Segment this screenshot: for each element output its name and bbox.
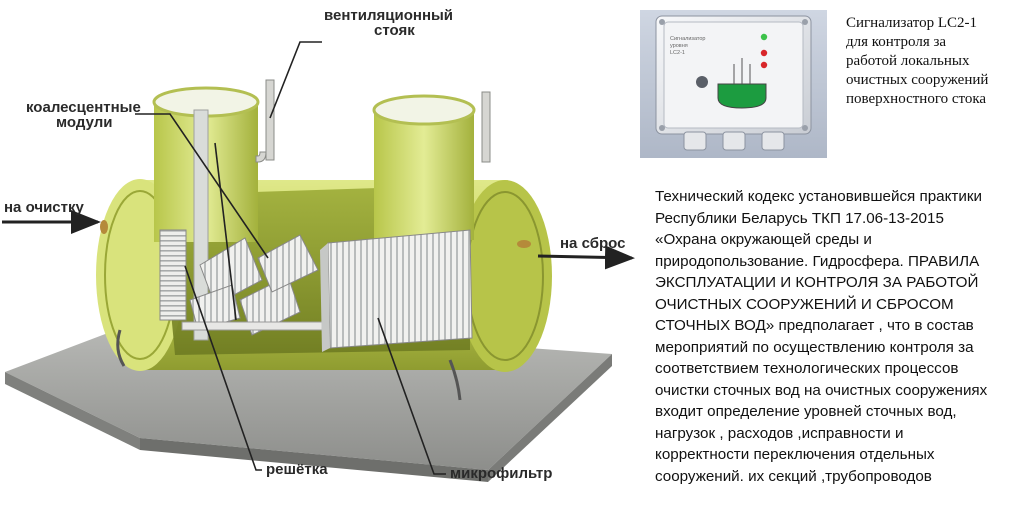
device-caption-line: Сигнализатор LC2-1 xyxy=(846,15,977,31)
microfilter-block xyxy=(320,229,473,352)
device-caption: Сигнализатор LC2-1 для контроля за работ… xyxy=(846,14,1021,109)
text-line: СТОЧНЫХ ВОД» предполагает , что в состав xyxy=(655,317,974,334)
text-line: мероприятий по осуществлению контроля за xyxy=(655,338,974,356)
label-vent-riser-line1: вентиляционный xyxy=(324,7,454,24)
grate xyxy=(159,229,187,321)
level-alarm-device-photo: Сигнализатор уровня LC2-1 xyxy=(640,10,827,158)
label-outlet: на сброс xyxy=(560,235,626,252)
text-line: соответствием технологических процессов xyxy=(655,360,959,377)
vent-riser-pipes xyxy=(255,79,491,163)
device-label-line2: уровня xyxy=(670,43,688,49)
outlet-arrow xyxy=(537,245,635,270)
standard-description-text: Технический кодекс установившейся практи… xyxy=(655,186,1023,487)
label-grate: решётка xyxy=(266,461,328,478)
text-line: нагрузок , расходов ,исправности и xyxy=(655,424,904,442)
device-caption-line: для контроля за xyxy=(846,34,947,50)
label-vent-riser-line2: стояк xyxy=(374,22,415,39)
text-line: корректности переключения отдельных xyxy=(655,446,935,463)
text-line: ЭКСПЛУАТАЦИИ И КОНТРОЛЯ ЗА РАБОТОЙ xyxy=(655,274,979,291)
text-line: Технический кодекс установившейся практи… xyxy=(655,188,983,205)
label-vent-riser: вентиляционный стояк xyxy=(324,8,453,38)
device-label: Сигнализатор уровня LC2-1 xyxy=(670,36,705,56)
device-caption-line: поверхностного стока xyxy=(846,91,987,107)
device-caption-line: работой локальных xyxy=(846,53,970,69)
manhole-neck-right xyxy=(372,94,476,240)
label-coalescent-line1: коалесцентные xyxy=(26,99,141,116)
text-line: «Охрана окружающей среды и xyxy=(655,231,872,248)
text-line: очистки сточных вод на очистных сооружен… xyxy=(655,381,988,399)
indicator-red-1 xyxy=(760,49,768,57)
text-line: Республики Беларусь ТКП 17.06-13-2015 xyxy=(655,209,944,227)
device-caption-line: очистных сооружений xyxy=(846,72,989,88)
cable-glands xyxy=(683,131,785,151)
label-coalescent-line2: модули xyxy=(56,114,113,131)
label-microfilter: микрофильтр xyxy=(450,465,553,482)
tank-supports xyxy=(116,329,462,401)
indicator-green xyxy=(760,33,768,41)
text-line: входит определение уровней сточных вод, xyxy=(655,403,957,420)
device-label-line1: Сигнализатор xyxy=(670,36,705,42)
inlet-nozzle xyxy=(100,220,108,234)
label-coalescent-modules: коалесцентные модули xyxy=(26,100,141,130)
separator-tank-illustration xyxy=(2,41,635,482)
text-line: сооружений. их секций ,трубопроводов xyxy=(655,467,932,485)
outlet-nozzle xyxy=(517,240,531,248)
indicator-red-2 xyxy=(760,61,768,69)
text-line: природопользование. Гидросфера. ПРАВИЛА xyxy=(655,252,980,270)
device-label-line3: LC2-1 xyxy=(670,50,685,56)
text-line: ОЧИСТНЫХ СООРУЖЕНИЙ И СБРОСОМ xyxy=(655,295,954,313)
callout-leaders xyxy=(135,41,446,475)
label-inlet: на очистку xyxy=(4,199,84,216)
